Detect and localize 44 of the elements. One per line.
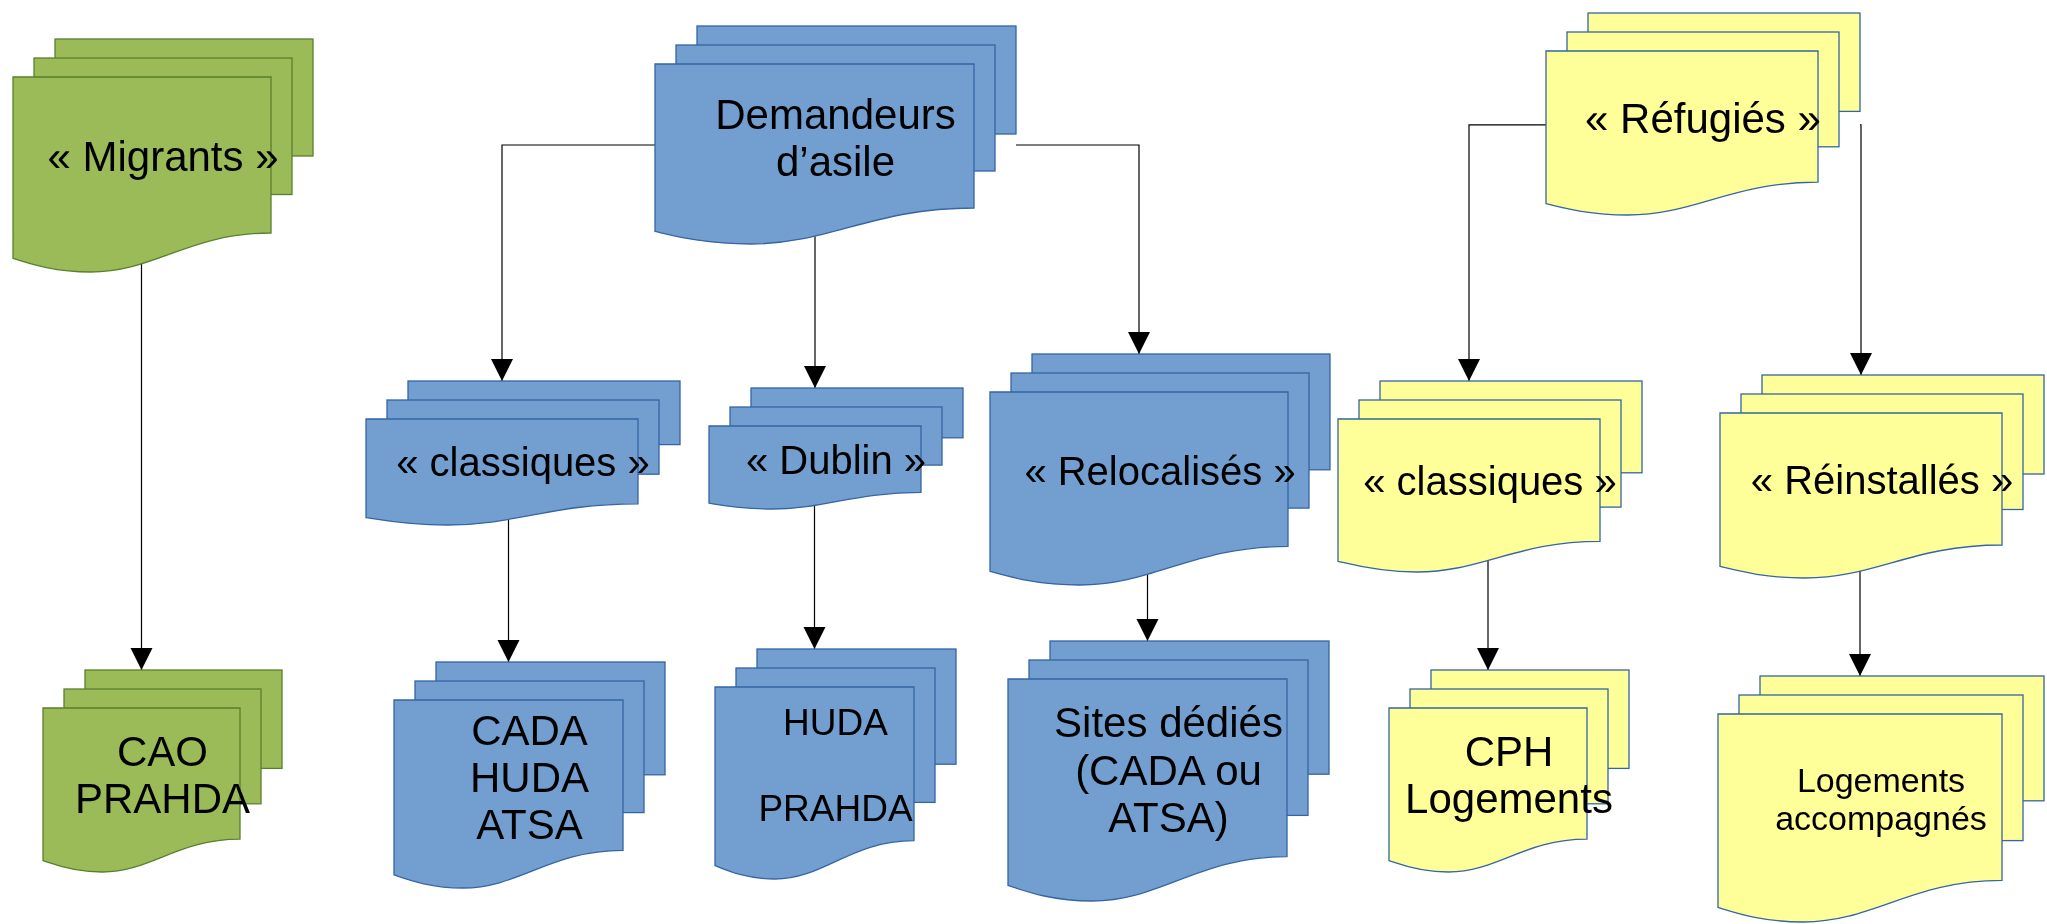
node-label: « classiques » (1363, 459, 1617, 505)
arrow (1458, 124, 1547, 382)
node-label: PRAHDA (74, 775, 250, 823)
arrow (804, 235, 826, 389)
node-label: Sites dédiés (CADA ou ATSA) (1053, 699, 1284, 841)
arrow (130, 263, 153, 671)
arrow (1136, 573, 1159, 642)
node-label: « Réfugiés » (1585, 94, 1821, 142)
document-stack (1008, 641, 1329, 901)
document-stack (709, 388, 963, 509)
node-label: Logements (1405, 775, 1613, 823)
document-stack (13, 39, 313, 272)
document-stack (715, 649, 956, 879)
node-label: Demandeurs d’asile (714, 90, 957, 185)
arrow (803, 504, 826, 650)
document-stack (1338, 381, 1642, 572)
node-label: CAO (117, 728, 208, 776)
node-label: Logements accompagnés (1774, 761, 1988, 838)
document-stack (43, 670, 282, 872)
arrow (497, 518, 520, 663)
node-label: « classiques » (396, 440, 650, 485)
arrow (1850, 124, 1872, 376)
node-label: « Réinstallés » (1750, 458, 2014, 504)
document-stack (1389, 670, 1629, 872)
node-label: HUDA (783, 702, 888, 744)
document-stack (990, 354, 1330, 585)
node-label: CADA (471, 706, 588, 754)
document-stack (1718, 676, 2044, 922)
node-label: « Migrants » (47, 133, 279, 181)
node-label: « Dublin » (745, 437, 927, 483)
arrow (1477, 559, 1499, 671)
node-label: CPH (1464, 728, 1554, 776)
node-label: « Relocalisés » (1024, 448, 1296, 494)
arrow (491, 144, 656, 382)
document-stack (1720, 375, 2044, 578)
arrow (1849, 570, 1871, 677)
arrow (1015, 144, 1150, 355)
document-stack (394, 662, 665, 888)
node-label: ATSA (476, 800, 583, 848)
document-stack (1546, 13, 1860, 215)
document-stack (655, 26, 1016, 244)
document-stack (366, 381, 680, 525)
node-label: PRAHDA (758, 787, 913, 830)
node-label: HUDA (470, 753, 589, 801)
